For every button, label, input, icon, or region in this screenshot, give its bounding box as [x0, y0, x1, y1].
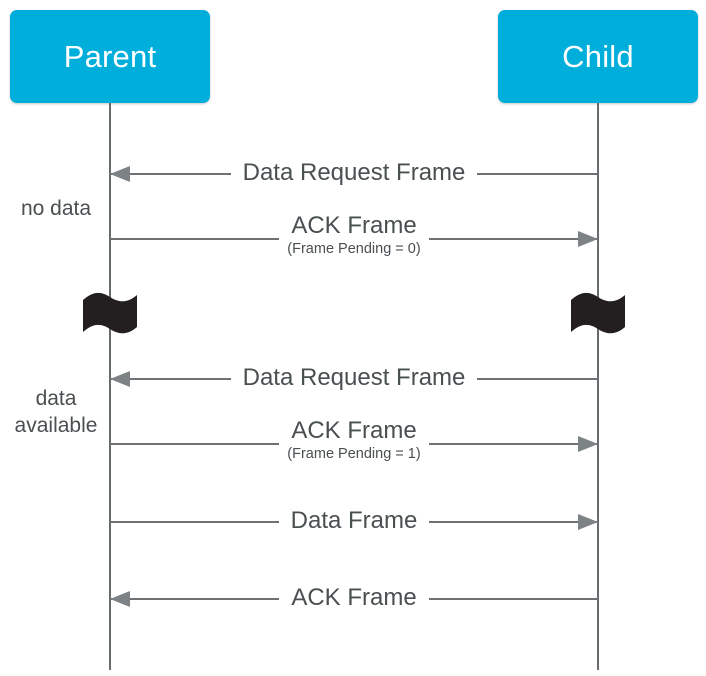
message-sublabel: (Frame Pending = 1)	[287, 446, 421, 462]
wavy-flag-break-icon	[569, 291, 627, 337]
wavy-flag-break-icon	[81, 291, 139, 337]
message-title: ACK Frame	[291, 584, 417, 611]
actor-box-child[interactable]: Child	[498, 10, 698, 103]
message-label: ACK Frame	[285, 584, 423, 611]
message-line-left	[110, 598, 280, 600]
message-title: ACK Frame	[291, 417, 417, 444]
message-line-right	[428, 443, 598, 445]
side-note-no-data: no data	[20, 197, 92, 220]
message-line-left	[110, 173, 231, 175]
arrowhead-left-icon	[110, 371, 130, 387]
message-title: Data Request Frame	[242, 159, 466, 186]
message-line-right	[477, 378, 598, 380]
message-title: Data Frame	[290, 507, 418, 534]
arrowhead-right-icon	[578, 436, 598, 452]
message-label: ACK Frame (Frame Pending = 1)	[285, 417, 423, 461]
arrowhead-left-icon	[110, 166, 130, 182]
message-label: Data Request Frame	[236, 364, 472, 391]
actor-box-parent[interactable]: Parent	[10, 10, 210, 103]
message-title: ACK Frame	[291, 212, 417, 239]
actor-label-parent: Parent	[63, 39, 157, 74]
message-label: ACK Frame (Frame Pending = 0)	[285, 212, 423, 256]
actor-label-child: Child	[562, 39, 634, 74]
side-note-data-available: data available	[14, 387, 98, 437]
message-label: Data Request Frame	[236, 159, 472, 186]
arrowhead-left-icon	[110, 591, 130, 607]
message-title: Data Request Frame	[242, 364, 466, 391]
message-line-right	[428, 598, 598, 600]
message-line-left	[110, 238, 280, 240]
message-label: Data Frame	[284, 507, 424, 534]
message-line-right	[429, 521, 598, 523]
message-line-right	[477, 173, 598, 175]
message-line-right	[428, 238, 598, 240]
lifeline-child	[597, 103, 599, 670]
arrowhead-right-icon	[578, 231, 598, 247]
arrowhead-right-icon	[578, 514, 598, 530]
message-line-left	[110, 443, 280, 445]
message-line-left	[110, 378, 231, 380]
message-sublabel: (Frame Pending = 0)	[287, 241, 421, 257]
message-line-left	[110, 521, 279, 523]
